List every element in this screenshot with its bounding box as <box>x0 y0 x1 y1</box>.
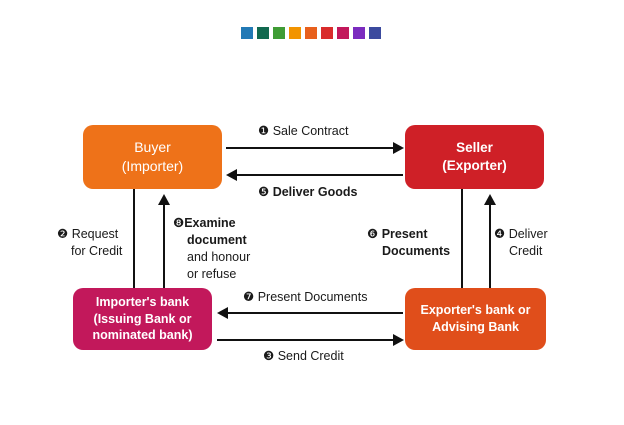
step-6-number: ❻ <box>367 226 379 241</box>
step-5-text: Deliver Goods <box>272 185 358 199</box>
step-2-line1: Request <box>71 227 119 241</box>
step-2-number: ❷ <box>57 226 69 241</box>
label-step-8: ❽Examine document and honour or refuse <box>173 215 250 283</box>
node-seller-line2: (Exporter) <box>442 158 507 173</box>
node-exporter-bank-line1: Exporter's bank or <box>420 303 531 318</box>
step-3-number: ❸ <box>263 348 275 363</box>
swatch-8 <box>353 27 365 39</box>
node-buyer-line1: Buyer <box>134 139 171 156</box>
node-importer-bank-line3: nominated bank) <box>92 328 193 343</box>
swatch-7 <box>337 27 349 39</box>
color-swatch-strip <box>241 27 381 39</box>
swatch-1 <box>241 27 253 39</box>
arrow-present-documents-line <box>228 312 403 314</box>
label-step-6: ❻ Present Documents <box>367 226 450 260</box>
step-6-line2: Documents <box>382 243 451 258</box>
arrow-examine-document-head <box>158 194 170 205</box>
step-2-line2: for Credit <box>71 243 123 258</box>
label-step-7: ❼ Present Documents <box>243 289 367 306</box>
step-3-text: Send Credit <box>277 349 344 363</box>
swatch-2 <box>257 27 269 39</box>
arrow-deliver-goods-line <box>237 174 403 176</box>
arrow-sale-contract-line <box>226 147 394 149</box>
label-step-5: ❺ Deliver Goods <box>258 184 357 201</box>
node-seller: Seller (Exporter) <box>405 125 544 189</box>
label-step-1: ❶ Sale Contract <box>258 123 348 140</box>
step-4-line2: Credit <box>509 243 543 258</box>
step-8-line1: Examine <box>184 216 236 230</box>
swatch-5 <box>305 27 317 39</box>
arrow-deliver-goods-head <box>226 169 237 181</box>
node-seller-line1: Seller <box>456 139 493 155</box>
node-importer-bank-line2: (Issuing Bank or <box>93 311 192 326</box>
step-5-number: ❺ <box>258 184 270 199</box>
swatch-3 <box>273 27 285 39</box>
node-importer-bank: Importer's bank (Issuing Bank or nominat… <box>73 288 212 350</box>
arrow-sale-contract-head <box>393 142 404 154</box>
arrow-request-for-credit-line <box>133 189 135 288</box>
node-buyer: Buyer (Importer) <box>83 125 222 189</box>
label-step-4: ❹ Deliver Credit <box>494 226 548 260</box>
arrow-send-credit-head <box>393 334 404 346</box>
step-6-line1: Present <box>381 227 428 241</box>
swatch-9 <box>369 27 381 39</box>
step-1-text: Sale Contract <box>272 124 349 138</box>
step-8-number: ❽ <box>173 215 185 230</box>
step-4-line1: Deliver <box>508 227 548 241</box>
swatch-6 <box>321 27 333 39</box>
arrow-present-documents-vertical-line <box>461 189 463 288</box>
step-1-number: ❶ <box>258 123 270 138</box>
arrow-deliver-credit-head <box>484 194 496 205</box>
step-7-text: Present Documents <box>257 290 368 304</box>
step-4-number: ❹ <box>494 226 506 241</box>
label-step-2: ❷ Request for Credit <box>57 226 122 260</box>
arrow-present-documents-head <box>217 307 228 319</box>
step-7-number: ❼ <box>243 289 255 304</box>
node-exporter-bank: Exporter's bank or Advising Bank <box>405 288 546 350</box>
step-8-line2: document <box>187 232 247 247</box>
step-8-line3: and honour <box>187 249 251 264</box>
step-8-line4: or refuse <box>187 266 237 281</box>
swatch-4 <box>289 27 301 39</box>
arrow-deliver-credit-line <box>489 204 491 288</box>
node-buyer-line2: (Importer) <box>121 158 184 174</box>
node-exporter-bank-line2: Advising Bank <box>432 320 519 334</box>
label-step-3: ❸ Send Credit <box>263 348 344 365</box>
arrow-examine-document-line <box>163 204 165 288</box>
arrow-send-credit-line <box>217 339 394 341</box>
node-importer-bank-line1: Importer's bank <box>95 294 190 309</box>
